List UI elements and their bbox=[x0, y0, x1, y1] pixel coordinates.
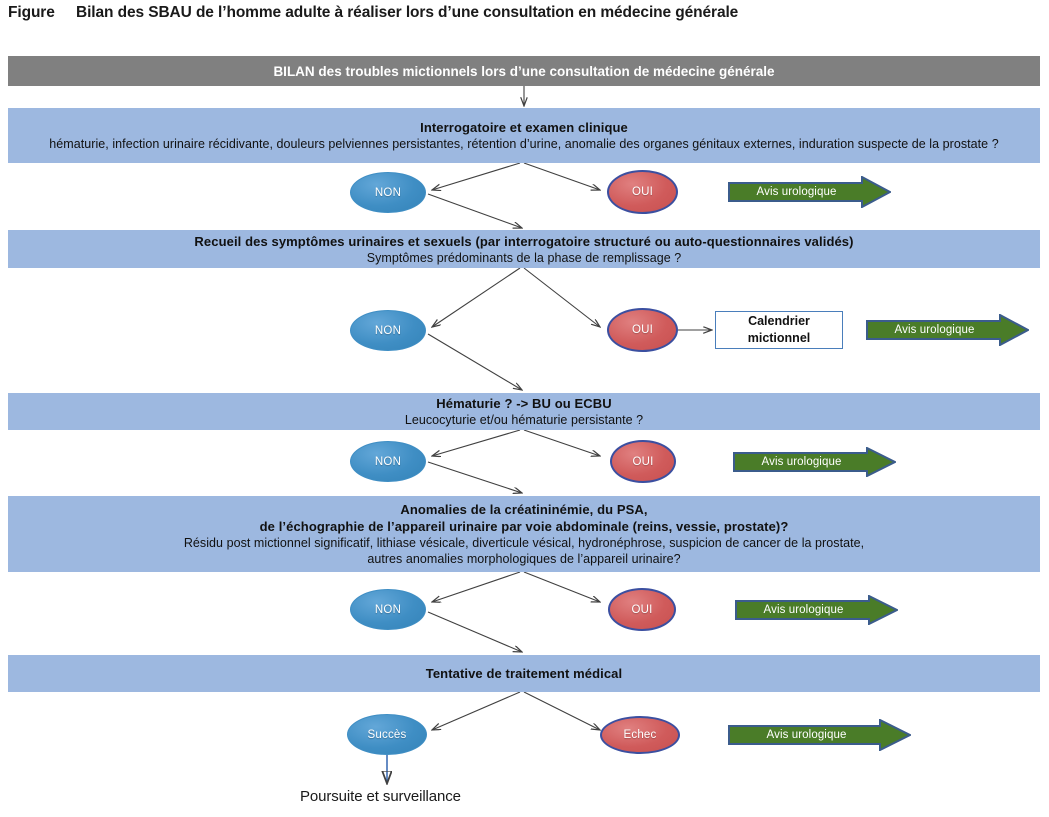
decision-yes-label: OUI bbox=[632, 455, 654, 468]
decision-yes-recueil[interactable]: OUI bbox=[607, 308, 678, 352]
step-title: Interrogatoire et examen clinique bbox=[420, 120, 628, 135]
decision-no-label: NON bbox=[374, 324, 402, 337]
step-title: Hématurie ? -> BU ou ECBU bbox=[436, 396, 612, 411]
decision-no-recueil[interactable]: NON bbox=[350, 310, 426, 351]
step-subtitle-line1: Résidu post mictionnel significatif, lit… bbox=[183, 536, 865, 550]
decision-yes-label: OUI bbox=[631, 186, 654, 198]
step-band-interrogatoire: Interrogatoire et examen clinique hématu… bbox=[8, 108, 1040, 163]
step-subtitle: Leucocyturie et/ou hématurie persistante… bbox=[404, 413, 644, 427]
step-subtitle-line2: autres anomalies morphologiques de l’app… bbox=[367, 552, 681, 566]
decision-yes-label: OUI bbox=[631, 324, 654, 336]
figure-label: Figure bbox=[8, 4, 55, 21]
decision-no-anomalies[interactable]: NON bbox=[350, 589, 426, 630]
decision-yes-label: OUI bbox=[631, 603, 653, 616]
step-band-recueil: Recueil des symptômes urinaires et sexue… bbox=[8, 230, 1040, 268]
decision-no-label: NON bbox=[374, 186, 402, 199]
decision-no-interrogatoire[interactable]: NON bbox=[350, 172, 426, 213]
calendrier-mictionnel-label: Calendrier mictionnel bbox=[747, 314, 811, 345]
action-arrow-traitement[interactable]: Avis urologique bbox=[728, 719, 911, 751]
decision-no-label: NON bbox=[374, 603, 402, 616]
action-arrow-interrogatoire[interactable]: Avis urologique bbox=[728, 176, 891, 208]
decision-no-label: NON bbox=[374, 455, 402, 468]
decision-yes-hematurie[interactable]: OUI bbox=[610, 440, 676, 483]
figure-title: Bilan des SBAU de l’homme adulte à réali… bbox=[76, 4, 739, 21]
decision-yes-interrogatoire[interactable]: OUI bbox=[607, 170, 678, 214]
step-band-anomalies: Anomalies de la créatininémie, du PSA, d… bbox=[8, 496, 1040, 572]
step-title: Tentative de traitement médical bbox=[425, 666, 623, 681]
header-bar-label: BILAN des troubles mictionnels lors d’un… bbox=[273, 63, 775, 79]
step-band-hematurie: Hématurie ? -> BU ou ECBU Leucocyturie e… bbox=[8, 393, 1040, 430]
step-band-traitement: Tentative de traitement médical bbox=[8, 655, 1040, 692]
action-arrow-anomalies[interactable]: Avis urologique bbox=[735, 595, 898, 625]
step-subtitle: hématurie, infection urinaire récidivant… bbox=[49, 137, 999, 151]
decision-yes-anomalies[interactable]: OUI bbox=[608, 588, 676, 631]
decision-success-label: Succès bbox=[367, 728, 407, 741]
action-arrow-recueil[interactable]: Avis urologique bbox=[866, 314, 1029, 346]
step-title-line1: Anomalies de la créatininémie, du PSA, bbox=[400, 502, 648, 517]
figure-caption: Figure Bilan des SBAU de l’homme adulte à… bbox=[8, 4, 1008, 22]
decision-success-traitement[interactable]: Succès bbox=[347, 714, 427, 755]
step-title-line2: de l’échographie de l’appareil urinaire … bbox=[259, 519, 789, 534]
header-bar: BILAN des troubles mictionnels lors d’un… bbox=[8, 56, 1040, 86]
action-arrow-hematurie[interactable]: Avis urologique bbox=[733, 447, 896, 477]
decision-failure-traitement[interactable]: Echec bbox=[600, 716, 680, 754]
step-title: Recueil des symptômes urinaires et sexue… bbox=[194, 233, 854, 249]
decision-failure-label: Echec bbox=[623, 729, 657, 741]
final-outcome-text: Poursuite et surveillance bbox=[300, 788, 461, 805]
decision-no-hematurie[interactable]: NON bbox=[350, 441, 426, 482]
calendrier-mictionnel-box[interactable]: Calendrier mictionnel bbox=[715, 311, 843, 349]
step-subtitle: Symptômes prédominants de la phase de re… bbox=[366, 250, 682, 265]
final-outcome-label: Poursuite et surveillance bbox=[300, 788, 461, 805]
